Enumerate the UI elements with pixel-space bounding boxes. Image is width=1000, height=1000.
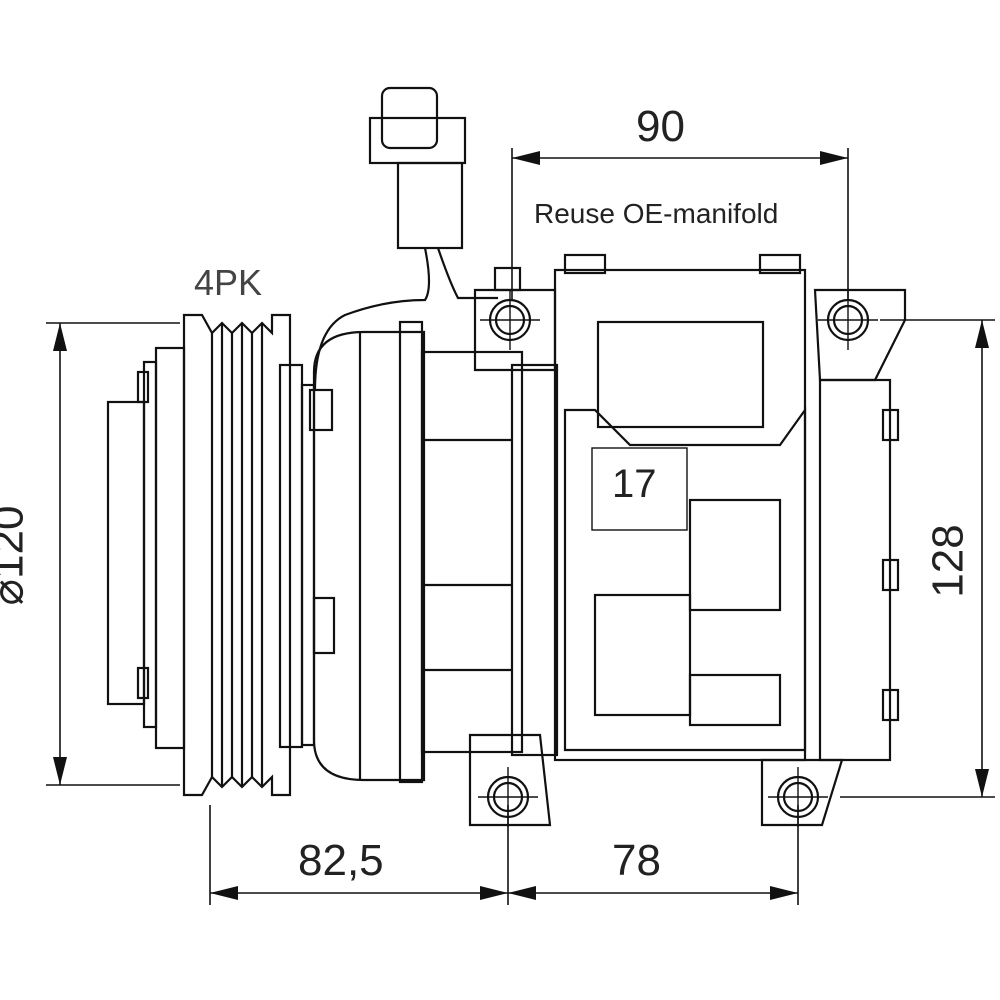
front-housing bbox=[312, 320, 559, 784]
pulley bbox=[106, 313, 336, 797]
mounting-ears bbox=[468, 266, 907, 827]
dimension-bottom-left: 82,5 bbox=[298, 836, 384, 885]
dimension-top-width: 90 bbox=[636, 102, 685, 151]
pulley-type-label: 4PK bbox=[194, 262, 263, 303]
dimension-height: 128 bbox=[923, 524, 973, 598]
dimension-bottom-right: 78 bbox=[612, 836, 661, 885]
compressor-body bbox=[553, 253, 900, 762]
part-label: 17 bbox=[612, 462, 657, 506]
sensor-connector bbox=[308, 86, 498, 432]
dimension-diameter: ⌀120 bbox=[0, 505, 33, 606]
manifold-note: Reuse OE-manifold bbox=[534, 198, 779, 229]
